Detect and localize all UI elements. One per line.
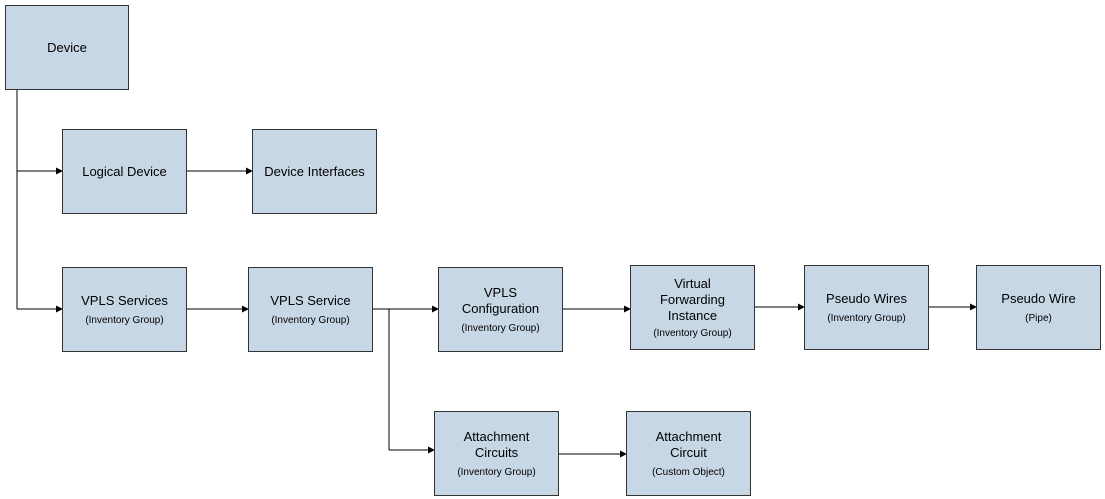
node-title: Logical Device [82, 163, 167, 179]
node-vpls-services: VPLS Services (Inventory Group) [62, 267, 187, 352]
node-subtitle: (Inventory Group) [271, 314, 350, 326]
node-vpls-service: VPLS Service (Inventory Group) [248, 267, 373, 352]
node-subtitle: (Pipe) [1025, 312, 1052, 324]
node-subtitle: (Inventory Group) [85, 314, 164, 326]
node-pseudo-wires: Pseudo Wires (Inventory Group) [804, 265, 929, 350]
node-device: Device [5, 5, 129, 90]
node-title: Pseudo Wire [1001, 290, 1076, 306]
node-title: Device Interfaces [264, 163, 365, 179]
node-attachment-circuits: Attachment Circuits (Inventory Group) [434, 411, 559, 496]
node-subtitle: (Inventory Group) [653, 327, 732, 339]
node-title: Pseudo Wires [826, 290, 907, 306]
node-subtitle: (Inventory Group) [457, 466, 536, 478]
node-title: VPLS Services [81, 292, 168, 308]
node-attachment-circuit: Attachment Circuit (Custom Object) [626, 411, 751, 496]
node-title: Attachment Circuit [655, 428, 722, 460]
node-title: VPLS Configuration [461, 284, 540, 316]
node-vpls-configuration: VPLS Configuration (Inventory Group) [438, 267, 563, 352]
node-subtitle: (Inventory Group) [461, 322, 540, 334]
node-device-interfaces: Device Interfaces [252, 129, 377, 214]
node-virtual-forwarding-instance: Virtual Forwarding Instance (Inventory G… [630, 265, 755, 350]
node-title: VPLS Service [270, 292, 351, 308]
node-logical-device: Logical Device [62, 129, 187, 214]
node-title: Device [47, 39, 87, 55]
node-subtitle: (Custom Object) [652, 466, 725, 478]
node-subtitle: (Inventory Group) [827, 312, 906, 324]
node-title: Attachment Circuits [463, 428, 530, 460]
node-title: Virtual Forwarding Instance [659, 275, 726, 323]
node-pseudo-wire: Pseudo Wire (Pipe) [976, 265, 1101, 350]
